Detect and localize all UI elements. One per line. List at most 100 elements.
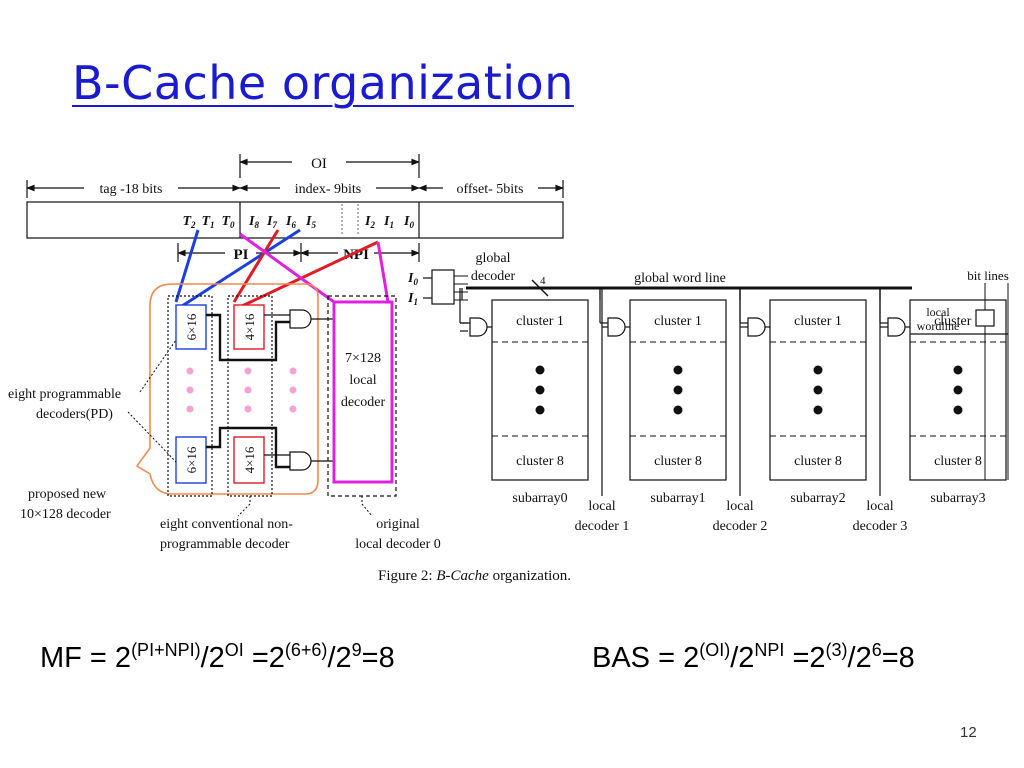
ellipsis-dot <box>953 365 963 375</box>
mf-exp-9: 9 <box>351 640 362 660</box>
local-decoder-label-2: decoder 2 <box>713 519 768 534</box>
pd-decoder-top <box>175 304 207 350</box>
original-label-1: original <box>376 517 420 532</box>
programmable-label-2: decoders(PD) <box>36 407 113 422</box>
and-gate <box>887 317 906 337</box>
npd-decoder-top <box>233 304 265 350</box>
figure-caption: Figure 2: B-Cache organization. <box>378 568 571 584</box>
subarray-name: subarray3 <box>930 491 985 506</box>
and-gate <box>607 317 626 337</box>
mf-exp-pi-npi: (PI+NPI) <box>131 640 201 660</box>
local-decoder-label-2: decoder 3 <box>853 519 908 534</box>
npi-label: NPI <box>343 247 369 263</box>
bas-eq: =2 <box>784 642 826 674</box>
pd-decoder-bottom <box>175 436 207 484</box>
pink-dots <box>186 367 297 413</box>
mf-eq: =2 <box>243 642 285 674</box>
wire-count: 4 <box>540 275 546 287</box>
mf-div: /2 <box>200 642 225 674</box>
ellipsis-dot <box>673 365 683 375</box>
address-bit: I1 <box>383 214 394 230</box>
slide-title: B-Cache organization <box>72 56 574 110</box>
i1-label: I1 <box>407 291 418 307</box>
local-decoder-label-2: decoder 1 <box>575 519 630 534</box>
subarray-name: subarray1 <box>650 491 705 506</box>
pd-top-label: 6×16 <box>184 313 199 340</box>
conventional-label-1: eight conventional non- <box>160 517 293 532</box>
address-bit: T1 <box>201 214 214 230</box>
cluster-1-label: cluster 1 <box>794 314 842 329</box>
index-label: index- 9bits <box>295 182 362 197</box>
bas-div-2: /2 <box>847 642 872 674</box>
cluster-1-label: cluster 1 <box>516 314 564 329</box>
cluster-1-label: cluster 1 <box>934 314 982 329</box>
ellipsis-dot <box>673 405 683 415</box>
programmable-label-1: eight programmable <box>8 387 121 402</box>
bas-lhs: BAS = 2 <box>592 642 700 674</box>
bas-div: /2 <box>730 642 755 674</box>
cluster-8-label: cluster 8 <box>794 454 842 469</box>
ellipsis-dot <box>953 405 963 415</box>
local-wordline-label-1: local <box>926 305 950 319</box>
bas-result: =8 <box>881 642 915 674</box>
address-bit: I6 <box>285 214 296 230</box>
ellipsis-dot <box>813 385 823 395</box>
address-field: OI tag -18 bits index- 9bits offset- 5bi… <box>26 154 564 263</box>
mf-exp-sum: (6+6) <box>284 640 328 660</box>
global-decoder-area: I0 I1 global decoder 4 global word line … <box>407 251 1009 332</box>
mf-formula: MF = 2(PI+NPI)/2OI =2(6+6)/29=8 <box>40 640 395 675</box>
global-decoder-label-1: global <box>476 251 511 266</box>
subarray-name: subarray0 <box>512 491 567 506</box>
bas-exp-6: 6 <box>871 640 882 660</box>
page-number: 12 <box>960 724 977 741</box>
proposed-label-2: 10×128 decoder <box>20 507 111 522</box>
address-bit: I2 <box>364 214 375 230</box>
local-decoder-label-1: local <box>726 499 753 514</box>
memory-cell <box>975 309 995 327</box>
mf-div-2: /2 <box>327 642 352 674</box>
address-bit: I7 <box>266 214 277 230</box>
pi-label: PI <box>234 247 249 263</box>
subarray-2: cluster 1 cluster 8 subarray2 local decoder … <box>739 288 908 534</box>
subarray-0: cluster 1 cluster 8 subarray0 local decoder … <box>461 288 630 534</box>
and-gate-bottom <box>289 451 312 471</box>
ellipsis-dot <box>673 385 683 395</box>
subarray-name: subarray2 <box>790 491 845 506</box>
cluster-8-label: cluster 8 <box>516 454 564 469</box>
npd-top-label: 4×16 <box>242 313 257 340</box>
npd-decoder-bottom <box>233 436 265 484</box>
and-gate <box>469 317 488 337</box>
ellipsis-dot <box>535 405 545 415</box>
bit-lines-label: bit lines <box>967 268 1009 283</box>
local-wordline-label-2: wordline <box>917 319 960 333</box>
local-decoder-line-1: 7×128 <box>345 351 381 366</box>
global-decoder-box <box>431 269 455 305</box>
local-decoder-label-1: local <box>588 499 615 514</box>
ellipsis-dot <box>535 385 545 395</box>
address-bit: T2 <box>182 214 196 230</box>
original-label-2: local decoder 0 <box>355 537 441 552</box>
oi-label: OI <box>311 156 327 172</box>
local-decoder-label-1: local <box>866 499 893 514</box>
address-bit: I0 <box>403 214 414 230</box>
mf-result: =8 <box>361 642 395 674</box>
ellipsis-dot <box>813 405 823 415</box>
ellipsis-dot <box>953 385 963 395</box>
conventional-label-2: programmable decoder <box>160 537 290 552</box>
bas-exp-npi: NPI <box>754 640 785 660</box>
proposed-label-1: proposed new <box>28 487 107 502</box>
tag-label: tag -18 bits <box>100 182 163 197</box>
mf-exp-oi: OI <box>224 640 244 660</box>
and-gate <box>747 317 766 337</box>
global-decoder-label-2: decoder <box>471 269 516 284</box>
global-word-line-label: global word line <box>634 271 726 286</box>
proposed-decoder-group: 6×16 6×16 4×16 4×16 <box>135 283 334 497</box>
left-annotations: eight programmable decoders(PD) proposed… <box>8 339 441 552</box>
pd-bottom-label: 6×16 <box>184 446 199 473</box>
original-local-decoder: 7×128 local decoder <box>327 295 397 497</box>
ellipsis-dot <box>535 365 545 375</box>
cluster-8-label: cluster 8 <box>654 454 702 469</box>
and-gate-top <box>289 309 312 329</box>
